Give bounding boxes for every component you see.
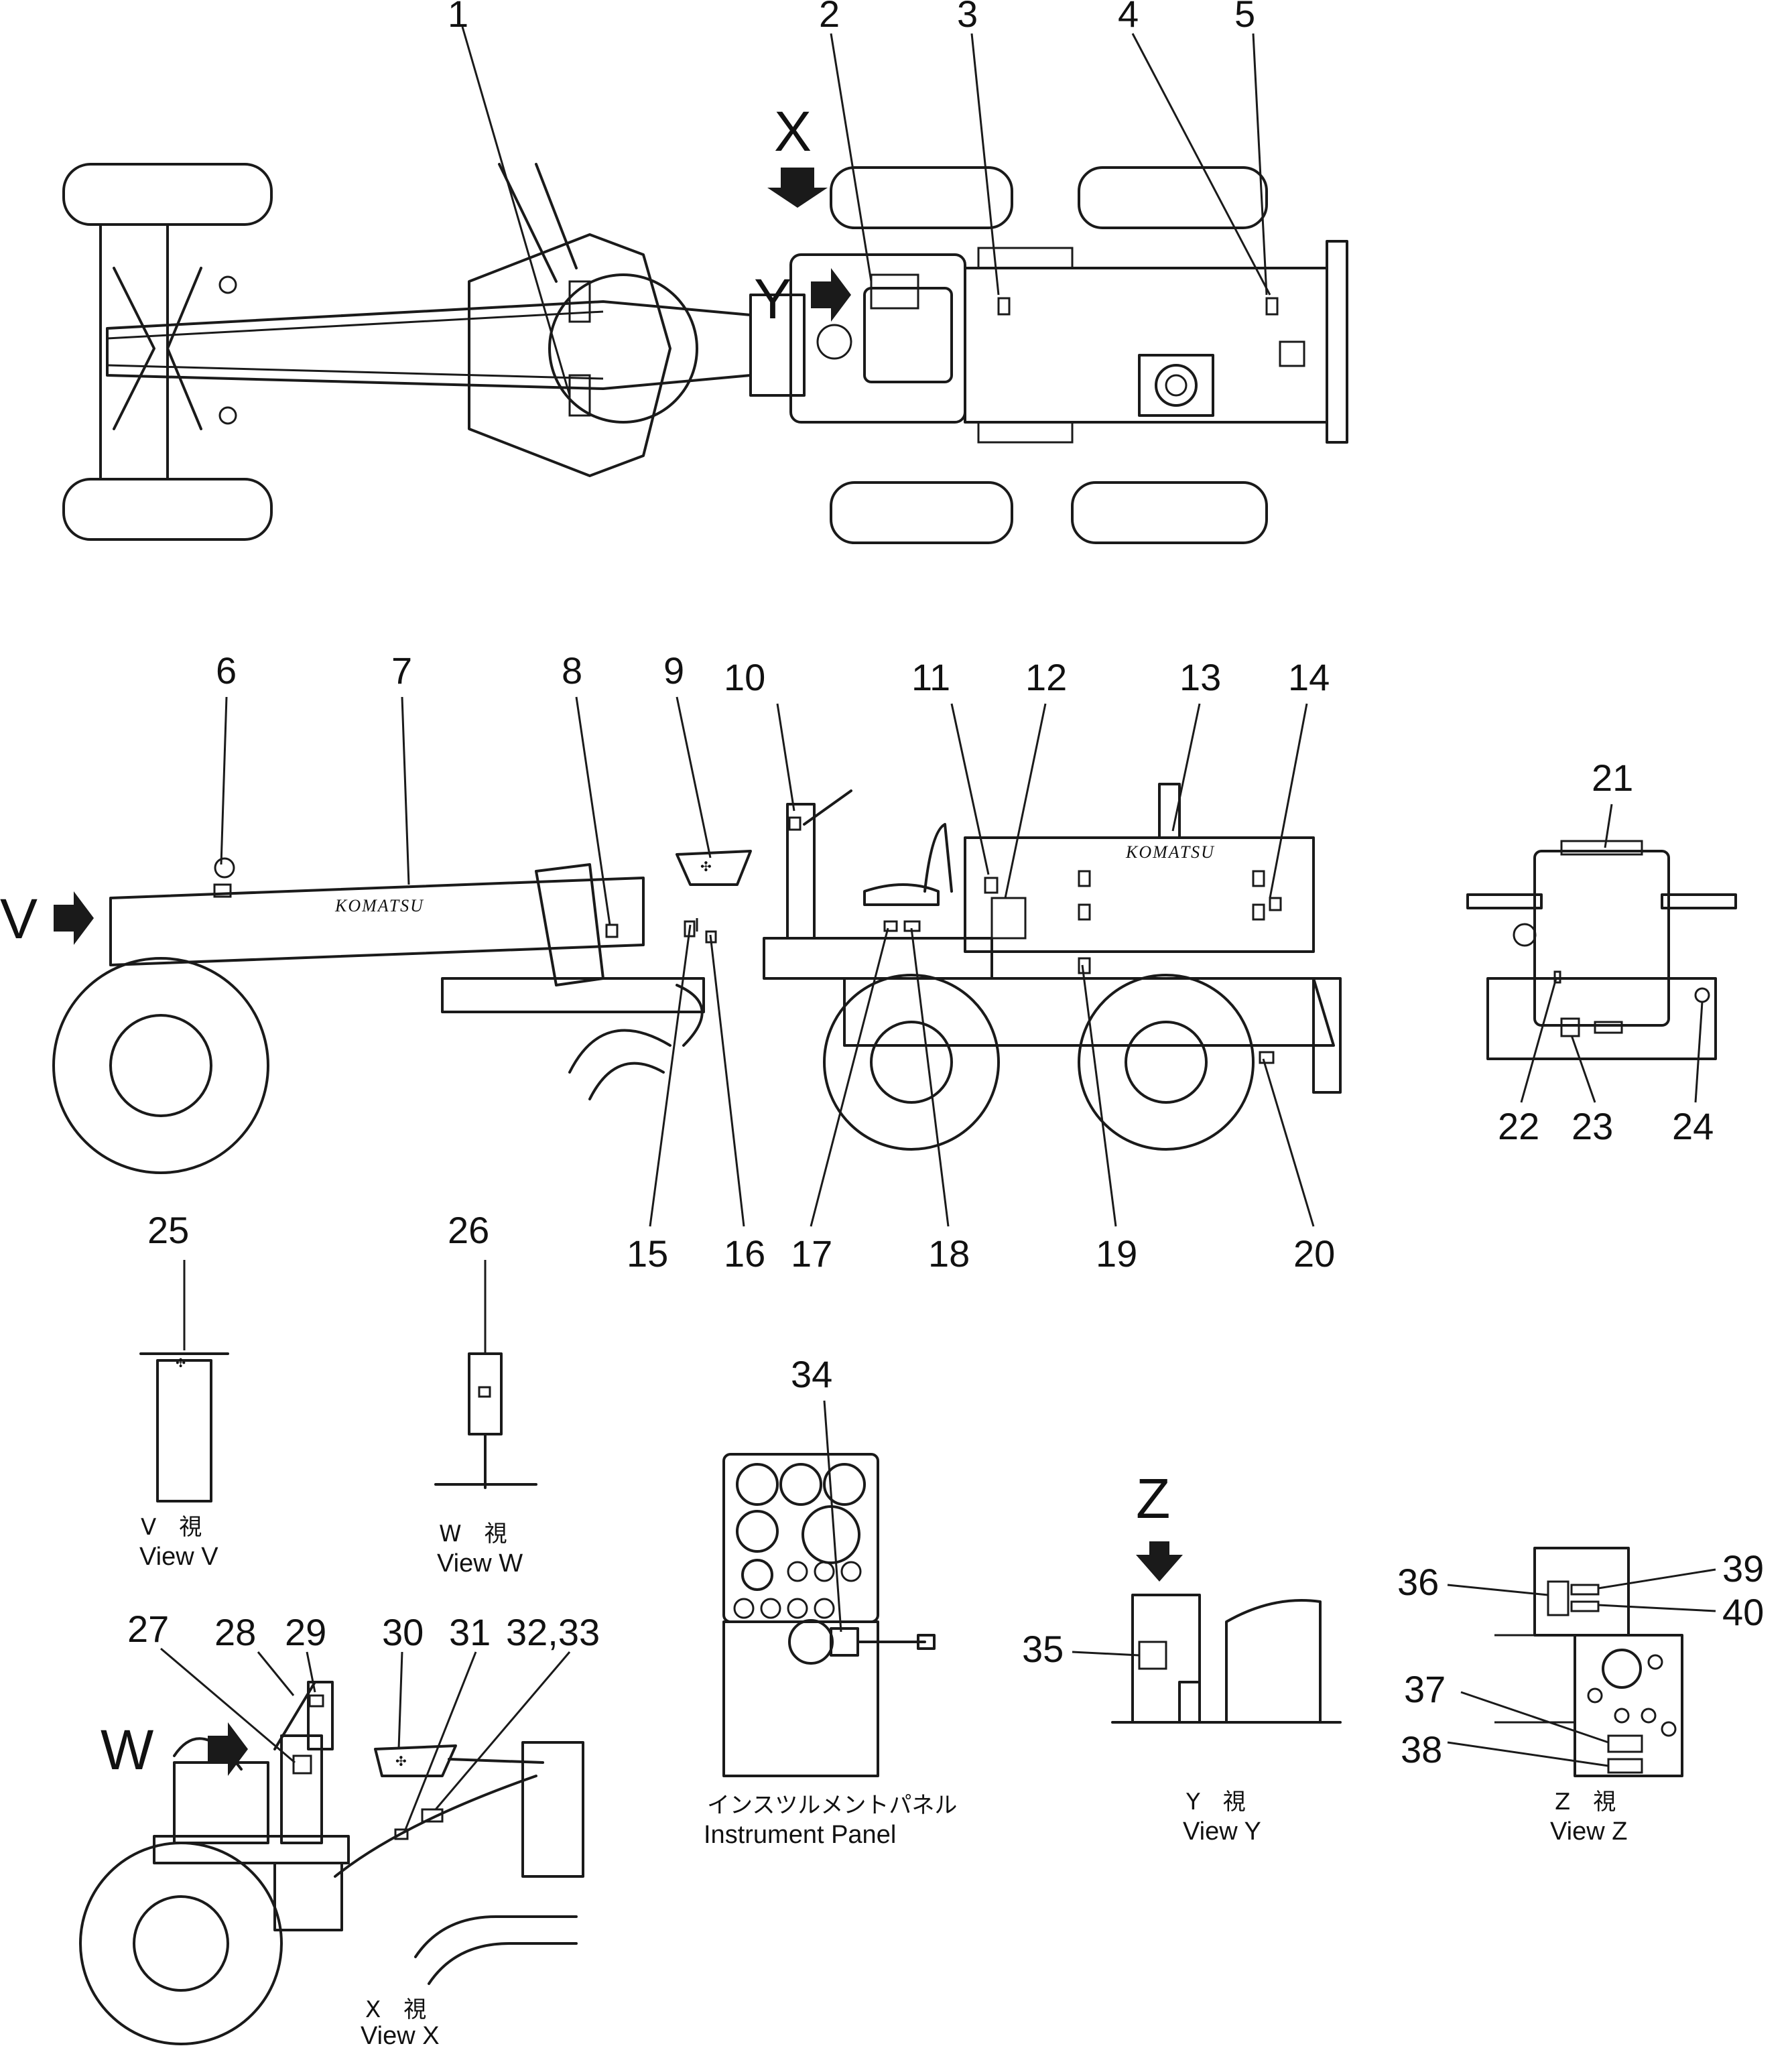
callout-3: 3 bbox=[957, 0, 978, 35]
caption-view-z: View Z bbox=[1550, 1817, 1627, 1846]
caption-view-z-jp: Z 視 bbox=[1555, 1789, 1616, 1815]
callout-40: 40 bbox=[1722, 1591, 1764, 1633]
svg-text:✣: ✣ bbox=[176, 1356, 186, 1370]
callout-12: 12 bbox=[1025, 656, 1067, 698]
brand-label-hood: KOMATSU bbox=[1125, 842, 1215, 862]
callout-28: 28 bbox=[214, 1611, 256, 1653]
callout-2: 2 bbox=[819, 0, 840, 35]
view-letter-x: X bbox=[774, 100, 812, 163]
callout-37: 37 bbox=[1404, 1668, 1446, 1710]
caption-view-y: View Y bbox=[1183, 1817, 1261, 1846]
rear-view bbox=[1466, 804, 1737, 1103]
callout-38: 38 bbox=[1401, 1728, 1442, 1771]
view-letter-w: W bbox=[101, 1718, 153, 1781]
callout-23: 23 bbox=[1572, 1105, 1613, 1147]
view-letter-y: Y bbox=[754, 267, 791, 330]
callout-6: 6 bbox=[216, 649, 237, 692]
callout-22: 22 bbox=[1498, 1105, 1539, 1147]
callout-numbers: 1 2 3 4 5 6 7 8 9 10 11 12 13 14 15 16 1… bbox=[127, 0, 1764, 1771]
caption-view-x-jp: X 視 bbox=[365, 1996, 426, 2023]
callout-9: 9 bbox=[663, 649, 684, 692]
callout-10: 10 bbox=[724, 656, 765, 698]
callout-20: 20 bbox=[1293, 1232, 1335, 1275]
caption-view-w-jp: W 視 bbox=[439, 1521, 507, 1547]
view-y bbox=[1072, 1541, 1342, 1724]
callout-39: 39 bbox=[1722, 1547, 1764, 1590]
callout-14: 14 bbox=[1288, 656, 1330, 698]
caption-view-x: View X bbox=[361, 2022, 440, 2048]
callout-29: 29 bbox=[285, 1611, 326, 1653]
view-w bbox=[434, 1260, 537, 1489]
side-view: KOMATSU ✣ KOMATSU bbox=[52, 696, 1342, 1227]
top-view bbox=[62, 26, 1348, 544]
view-letter-z: Z bbox=[1136, 1467, 1170, 1530]
view-v: ✣ bbox=[139, 1260, 229, 1502]
callout-36: 36 bbox=[1397, 1561, 1439, 1603]
callout-15: 15 bbox=[627, 1232, 668, 1275]
callout-5: 5 bbox=[1234, 0, 1255, 35]
callout-11: 11 bbox=[911, 656, 950, 698]
callout-4: 4 bbox=[1118, 0, 1139, 35]
view-z bbox=[1447, 1547, 1716, 1777]
svg-text:✣: ✣ bbox=[395, 1753, 407, 1769]
instrument-panel bbox=[722, 1400, 936, 1777]
caption-view-y-jp: Y 視 bbox=[1186, 1789, 1246, 1815]
callout-18: 18 bbox=[928, 1232, 970, 1275]
callout-32-33: 32,33 bbox=[506, 1611, 600, 1653]
callout-31: 31 bbox=[449, 1611, 491, 1653]
callout-35: 35 bbox=[1022, 1628, 1064, 1670]
callout-8: 8 bbox=[562, 649, 582, 692]
callout-7: 7 bbox=[391, 649, 412, 692]
view-letters: X Y V W Z bbox=[0, 100, 1170, 1781]
callout-13: 13 bbox=[1179, 656, 1221, 698]
callout-21: 21 bbox=[1592, 757, 1633, 799]
svg-text:✣: ✣ bbox=[700, 858, 712, 875]
callout-16: 16 bbox=[724, 1232, 765, 1275]
callout-26: 26 bbox=[448, 1209, 489, 1251]
caption-view-w: View W bbox=[437, 1549, 523, 1578]
callout-19: 19 bbox=[1096, 1232, 1137, 1275]
caption-view-v: View V bbox=[139, 1543, 218, 1571]
view-x: ✣ bbox=[79, 1647, 584, 2045]
captions: V 視 View V W 視 View W インスツルメントパネル Instru… bbox=[139, 1514, 1627, 2048]
callout-17: 17 bbox=[791, 1232, 832, 1275]
callout-30: 30 bbox=[382, 1611, 424, 1653]
callout-27: 27 bbox=[127, 1608, 169, 1650]
caption-panel: Instrument Panel bbox=[704, 1821, 896, 1849]
caption-view-v-jp: V 視 bbox=[141, 1514, 202, 1541]
brand-label: KOMATSU bbox=[334, 896, 424, 915]
callout-25: 25 bbox=[147, 1209, 189, 1251]
caption-panel-jp: インスツルメントパネル bbox=[707, 1792, 957, 1819]
view-letter-v: V bbox=[0, 887, 38, 950]
callout-1: 1 bbox=[448, 0, 468, 35]
callout-34: 34 bbox=[791, 1353, 832, 1395]
callout-24: 24 bbox=[1672, 1105, 1714, 1147]
